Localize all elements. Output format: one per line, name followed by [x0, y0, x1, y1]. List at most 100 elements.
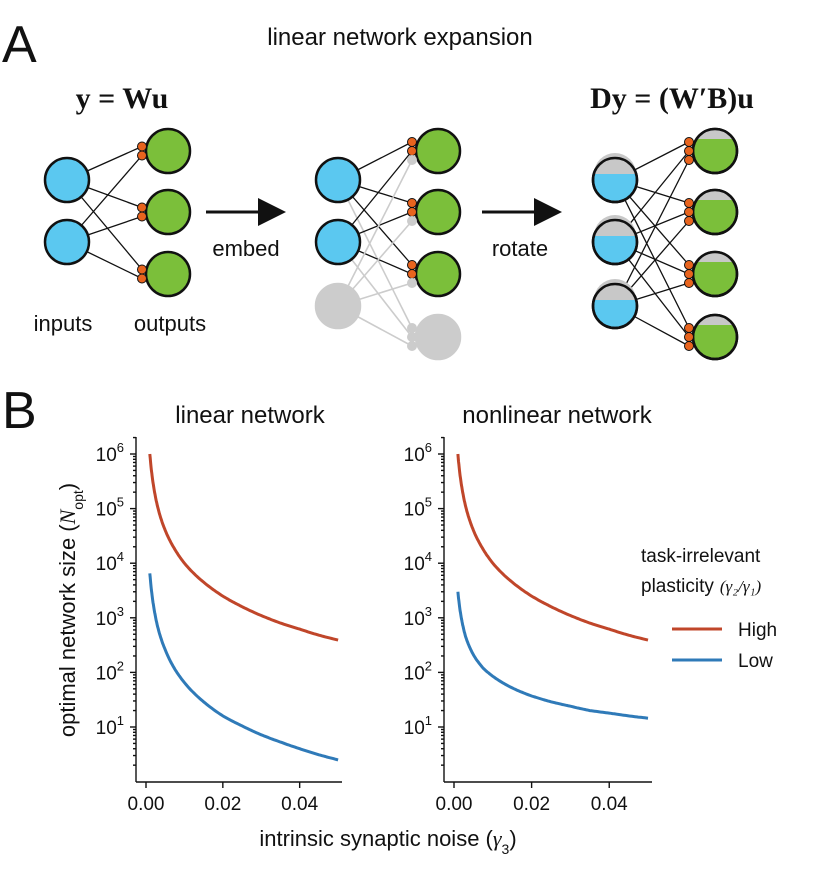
- chart-nonlinear-network: 106 105 104 103 102 101 0.00 0.02 0.04: [404, 436, 652, 815]
- output-neuron: [414, 250, 462, 298]
- chart-linear-network: 106 105 104 103 102 101 0.00 0.02 0.04: [96, 436, 342, 815]
- connection: [337, 179, 413, 329]
- y-tick-label: 102: [96, 658, 124, 684]
- synapse: [137, 202, 147, 213]
- input-neuron: [43, 156, 91, 204]
- synapse: [407, 146, 417, 156]
- synapse: [137, 273, 147, 284]
- ghost-synapse: [407, 332, 417, 342]
- chart-1-title: linear network: [175, 402, 325, 429]
- panel-b-letter: B: [2, 382, 37, 440]
- ghost-synapse: [407, 216, 417, 226]
- network-embedded: [314, 127, 462, 361]
- y-tick-label: 105: [96, 495, 124, 521]
- input-outline: [591, 218, 639, 266]
- x-tick-label: 0.00: [128, 794, 165, 815]
- y-tick-label: 101: [96, 713, 124, 739]
- synapse: [137, 141, 147, 152]
- synapse: [684, 269, 694, 279]
- y-axis-label: optimal network size (Nopt): [55, 483, 86, 737]
- output-neuron: [414, 127, 462, 175]
- inputs-label: inputs: [34, 311, 93, 336]
- synapse: [407, 198, 417, 208]
- series-high-line: [456, 453, 649, 642]
- ghost-synapse: [407, 341, 417, 351]
- y-tick-label: 104: [404, 549, 432, 575]
- legend-label-low: Low: [738, 651, 773, 672]
- network-original: [43, 127, 192, 298]
- x-tick-label: 0.04: [591, 794, 628, 815]
- outputs-label: outputs: [134, 311, 206, 336]
- input-neuron: [43, 218, 91, 266]
- x-axis-label: intrinsic synaptic noise (γ3): [259, 826, 516, 857]
- input-gray-cap: [594, 153, 636, 174]
- synapse: [684, 278, 694, 288]
- ghost-input-neuron: [314, 282, 362, 330]
- legend-title-line2: plasticity(γ₂/γ₁): [641, 576, 761, 597]
- synapse: [137, 264, 147, 275]
- y-tick-label: 101: [404, 713, 432, 739]
- connection: [614, 159, 690, 307]
- input-neuron: [314, 218, 362, 266]
- network-rotated: [591, 127, 739, 361]
- x-tick-label: 0.00: [436, 794, 473, 815]
- y-tick-label: 103: [96, 604, 124, 630]
- panel-a-title: linear network expansion: [267, 24, 533, 51]
- panel-a-letter: A: [2, 16, 37, 74]
- ghost-synapse: [407, 155, 417, 165]
- synapse: [407, 137, 417, 147]
- series-low-line: [456, 591, 649, 720]
- y-tick-label: 103: [404, 604, 432, 630]
- synapse: [684, 155, 694, 165]
- connection: [614, 179, 690, 329]
- synapse: [684, 323, 694, 333]
- embed-label: embed: [212, 236, 279, 261]
- output-neuron: [144, 188, 192, 236]
- input-neuron: [314, 156, 362, 204]
- input-outline: [591, 156, 639, 204]
- x-tick-label: 0.02: [513, 794, 550, 815]
- synapse: [407, 269, 417, 279]
- synapse: [684, 146, 694, 156]
- input-outline: [591, 282, 639, 330]
- synapse: [137, 150, 147, 161]
- synapse: [137, 211, 147, 222]
- synapse: [407, 207, 417, 217]
- y-tick-label: 105: [404, 495, 432, 521]
- synapse: [684, 198, 694, 208]
- rotate-arrow: [482, 198, 562, 226]
- synapse: [684, 207, 694, 217]
- ghost-output-neuron: [414, 313, 462, 361]
- equation-left: y = Wu: [76, 82, 169, 115]
- y-tick-label: 102: [404, 658, 432, 684]
- x-tick-label: 0.02: [204, 794, 241, 815]
- legend: task-irrelevant plasticity(γ₂/γ₁) High L…: [641, 546, 777, 672]
- synapse: [684, 341, 694, 351]
- synapse: [684, 332, 694, 342]
- embed-arrow: [206, 198, 286, 226]
- chart-2-title: nonlinear network: [462, 402, 652, 429]
- synapse: [684, 137, 694, 147]
- series-low-line: [148, 573, 339, 762]
- output-neuron: [144, 250, 192, 298]
- x-tick-label: 0.04: [281, 794, 318, 815]
- legend-title-line1: task-irrelevant: [641, 546, 761, 567]
- rotate-label: rotate: [492, 236, 548, 261]
- input-gray-cap: [594, 215, 636, 236]
- ghost-synapse: [407, 278, 417, 288]
- input-gray-cap: [594, 279, 636, 300]
- y-tick-label: 106: [96, 440, 124, 466]
- legend-label-high: High: [738, 620, 777, 641]
- synapse: [684, 260, 694, 270]
- series-high-line: [148, 453, 339, 642]
- connection: [337, 159, 413, 307]
- y-tick-label: 104: [96, 549, 124, 575]
- synapse: [684, 216, 694, 226]
- y-tick-label: 106: [404, 440, 432, 466]
- output-neuron: [414, 188, 462, 236]
- synapse: [407, 260, 417, 270]
- output-neuron: [144, 127, 192, 175]
- equation-right: Dy = (W′B)u: [590, 82, 754, 115]
- ghost-synapse: [407, 323, 417, 333]
